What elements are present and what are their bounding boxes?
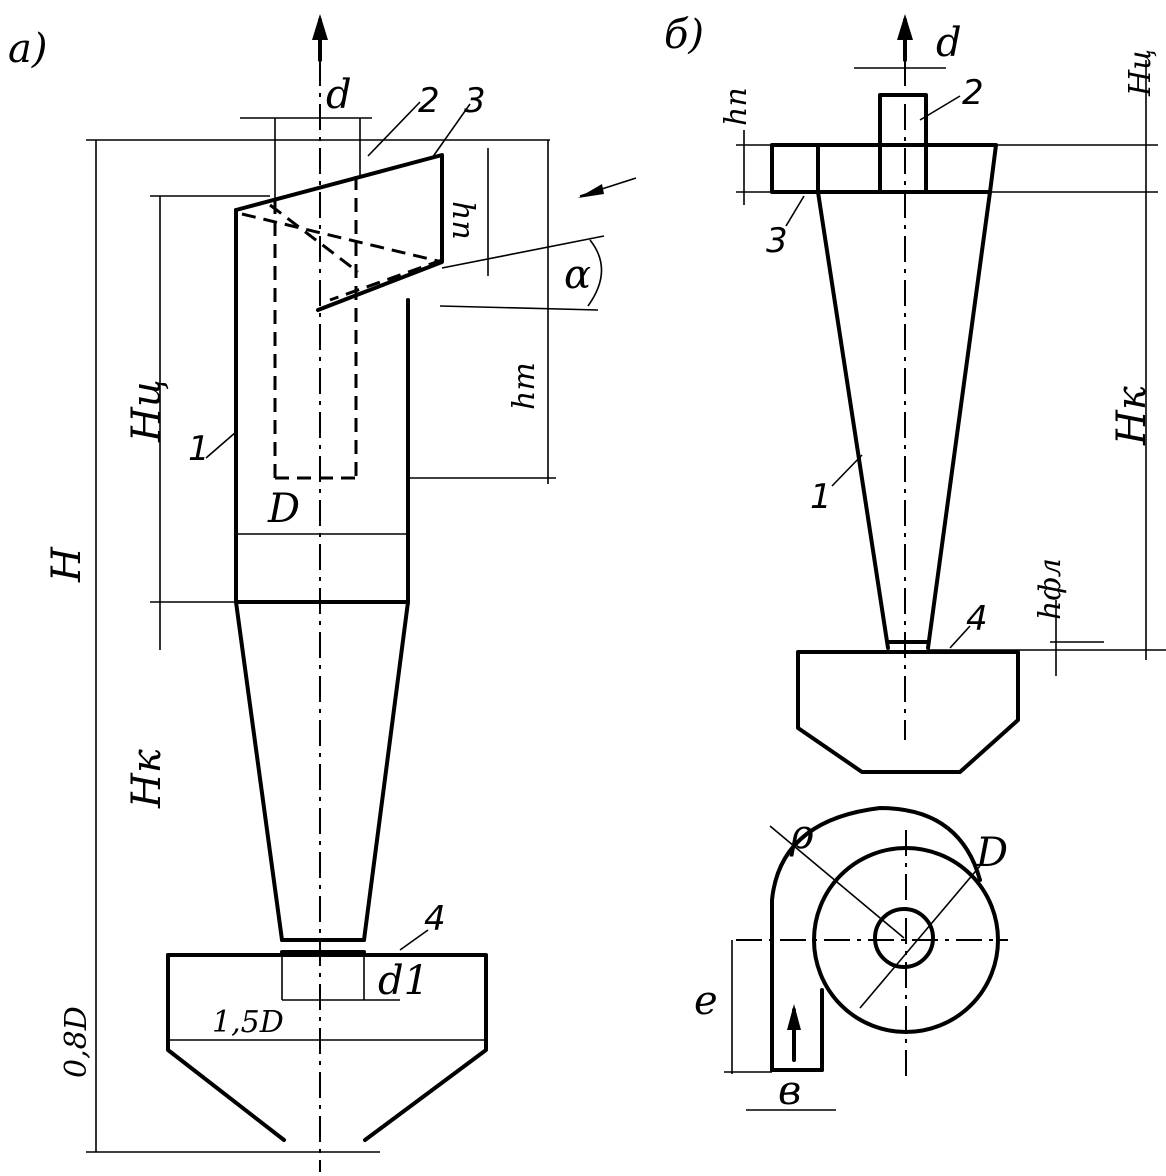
view-b-label-Hts: Hц	[1123, 49, 1158, 97]
plan-body-circle	[812, 846, 1000, 1034]
view-a-label-Hts: Hц	[124, 379, 170, 443]
view-b: б) d Hц Hк hфл hп 2	[664, 12, 1166, 774]
view-b-plan: ρ D e в	[694, 806, 1008, 1114]
view-a-label-alpha: α	[564, 252, 591, 298]
view-a-alpha-line-1	[441, 235, 605, 269]
plan-label-D: D	[975, 830, 1008, 876]
view-a-label-15D: 1,5D	[212, 1005, 284, 1040]
view-b-leader-4	[949, 625, 971, 649]
view-a-bunker-left	[166, 953, 286, 1142]
view-a-leader-4	[399, 929, 429, 951]
view-b-part-3: 3	[766, 221, 788, 261]
view-a-label-ht: hт	[507, 362, 542, 410]
view-a-label-hp: hп	[445, 201, 480, 240]
view-b-outlet-arrowhead	[897, 14, 913, 40]
view-a: а) d D	[8, 14, 637, 1172]
plan-label-b: в	[778, 1068, 801, 1114]
view-a-label-Hk: Hк	[124, 749, 170, 809]
plan-rho-line	[769, 825, 905, 939]
view-a-part-4: 4	[424, 899, 446, 939]
view-a-label-d1: d1	[378, 958, 429, 1004]
view-a-label-d: d	[326, 72, 352, 118]
view-a-leader-1	[205, 431, 237, 459]
view-a-label-H: H	[44, 546, 90, 583]
view-a-inlet-body	[234, 153, 444, 312]
view-b-part-2: 2	[962, 73, 984, 113]
view-b-bunker	[796, 650, 1020, 774]
plan-D-line	[859, 865, 981, 1009]
view-a-tag: а)	[8, 26, 47, 72]
view-b-cone-right	[926, 190, 992, 650]
view-a-cone-left	[234, 600, 284, 942]
view-b-top-plate	[770, 143, 998, 194]
plan-inlet-spiral	[770, 806, 982, 1072]
view-b-outlet-pipe	[878, 93, 928, 147]
view-a-alpha-line-2	[439, 305, 599, 311]
plan-label-e: e	[694, 978, 718, 1024]
plan-outlet-circle	[873, 907, 935, 969]
view-b-leader-3	[785, 195, 805, 227]
view-b-label-d: d	[936, 20, 962, 66]
view-a-leader-3	[431, 103, 471, 159]
view-a-part-3: 3	[464, 81, 486, 121]
view-a-leader-2	[367, 101, 421, 157]
view-a-part-1: 1	[188, 429, 210, 469]
view-a-bunker-right	[166, 953, 488, 1142]
view-a-hidden-inlet-1	[269, 203, 359, 274]
view-a-cone-right	[362, 600, 410, 942]
view-a-label-08D: 0,8D	[59, 1006, 94, 1078]
view-a-alpha-arc	[587, 239, 603, 307]
plan-label-rho: ρ	[789, 812, 814, 858]
view-a-hidden-inlet-2	[241, 212, 443, 264]
view-b-part-4: 4	[966, 599, 988, 639]
view-a-part-2: 2	[418, 81, 440, 121]
view-b-leader-1	[831, 454, 863, 487]
view-b-part-1: 1	[810, 477, 832, 517]
view-b-label-hfl: hфл	[1033, 558, 1068, 620]
view-a-label-D: D	[267, 486, 300, 532]
view-b-tag: б)	[664, 12, 704, 58]
plan-inlet-arrowhead	[787, 1004, 801, 1030]
view-a-outlet-arrowhead	[312, 14, 328, 40]
view-a-inlet-arrowhead	[578, 184, 604, 198]
view-b-leader-2	[919, 95, 961, 121]
view-b-label-hp: hп	[719, 87, 754, 126]
view-b-cone-left	[816, 190, 890, 650]
view-b-label-Hk: Hк	[1109, 386, 1155, 446]
view-a-hidden-inlet-3	[329, 258, 443, 302]
